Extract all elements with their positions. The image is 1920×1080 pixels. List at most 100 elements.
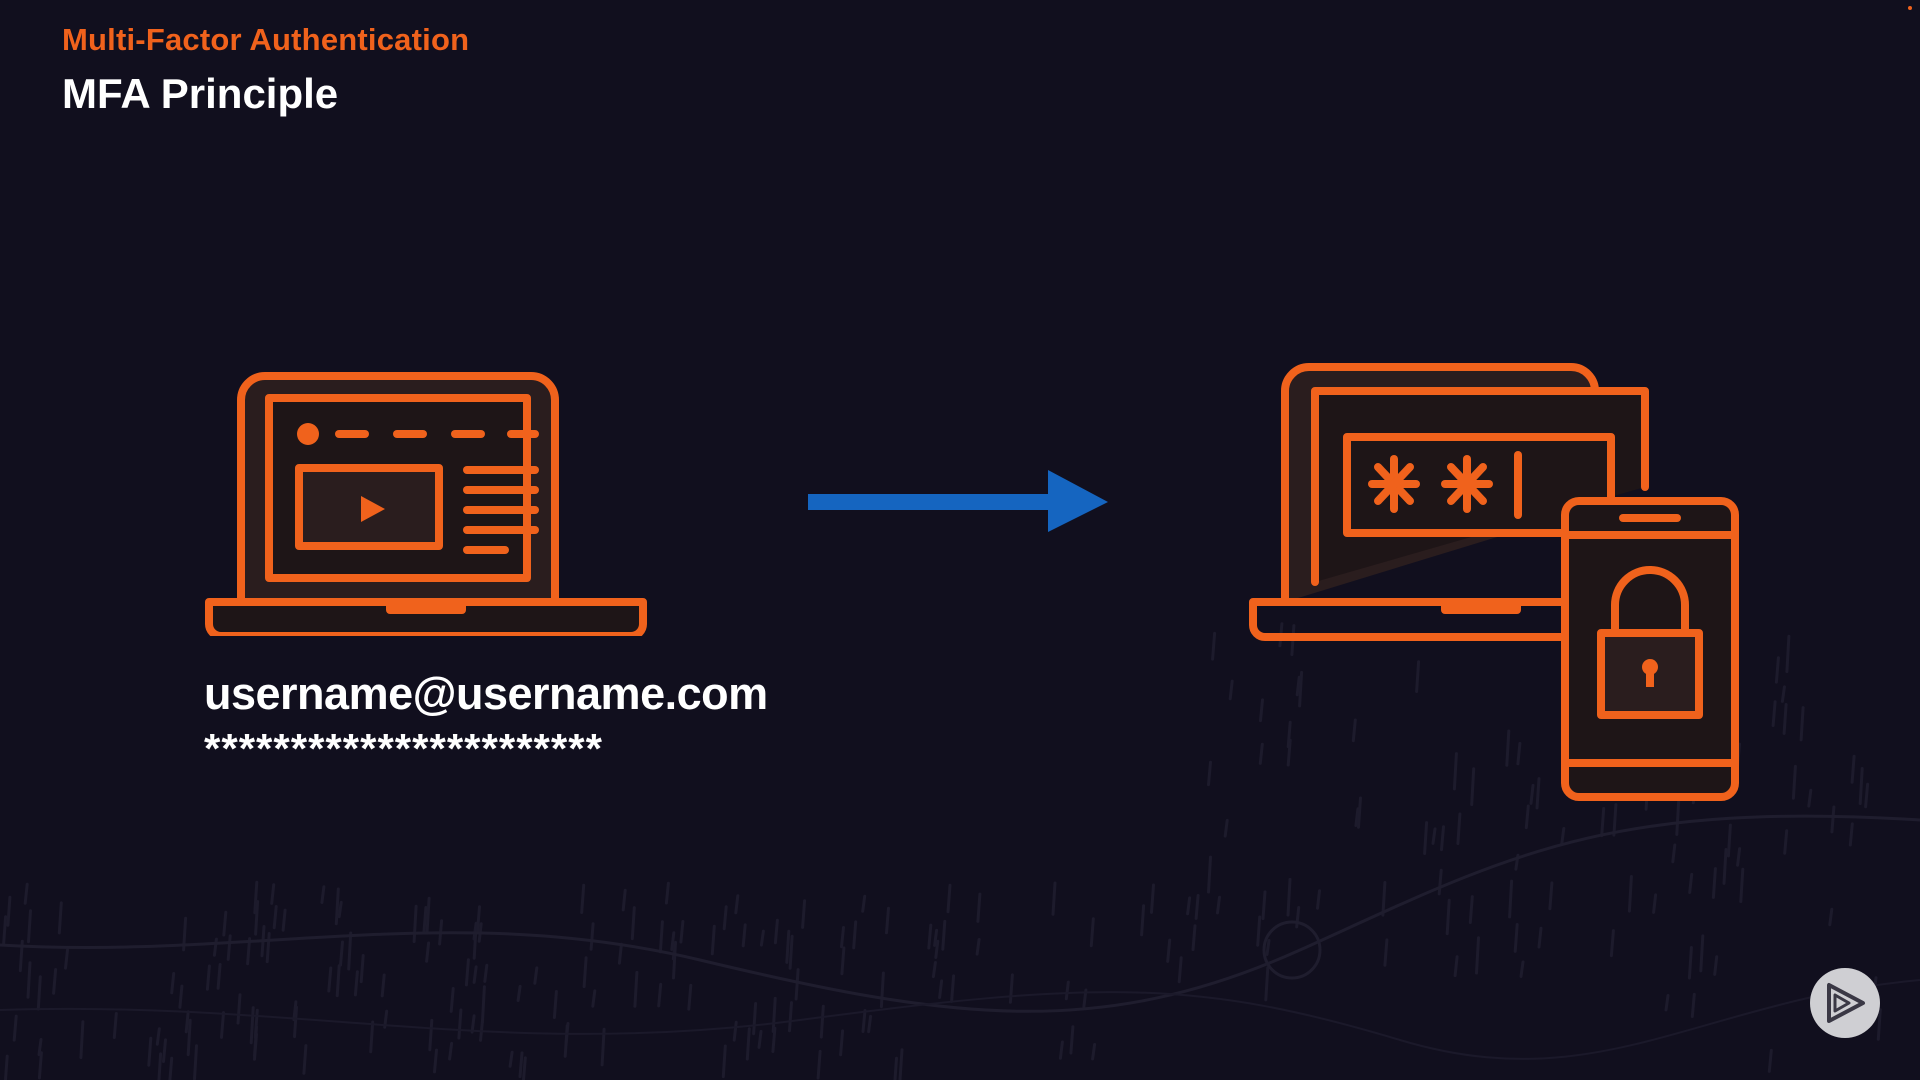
background-dash — [1166, 938, 1172, 963]
background-dash — [1791, 764, 1797, 800]
background-dash — [722, 905, 728, 931]
background-dash — [155, 1027, 161, 1046]
background-dash — [448, 1041, 454, 1061]
background-dash — [270, 883, 276, 905]
background-dash — [867, 1014, 873, 1034]
background-dash — [1771, 700, 1777, 727]
play-logo-badge[interactable] — [1810, 968, 1880, 1038]
background-dash — [1711, 867, 1717, 899]
background-dash — [885, 906, 890, 935]
background-dash — [1069, 1025, 1075, 1055]
background-dash — [773, 918, 779, 945]
background-dash — [1316, 889, 1321, 910]
background-dash — [320, 885, 326, 904]
background-dash — [591, 989, 597, 1008]
background-dash — [412, 904, 418, 944]
background-dash — [1207, 855, 1212, 894]
background-dash — [1675, 797, 1681, 836]
slide-subtitle: Multi-Factor Authentication — [62, 22, 470, 57]
background-dash — [1671, 843, 1677, 864]
background-dash — [840, 926, 845, 949]
background-dash — [1383, 938, 1389, 967]
background-dash — [788, 1001, 793, 1033]
background-dash — [193, 1044, 198, 1080]
background-dash — [1431, 827, 1437, 845]
background-dash — [236, 993, 242, 1025]
background-dash — [946, 883, 952, 914]
background-dash — [533, 966, 539, 985]
background-dash — [1351, 718, 1357, 743]
background-dash — [157, 1052, 163, 1080]
background-dash — [658, 920, 664, 954]
background-dash — [472, 921, 478, 960]
background-dash — [1150, 883, 1155, 914]
background-dash — [1652, 893, 1658, 914]
background-dash — [79, 1020, 85, 1059]
background-dash — [1828, 907, 1834, 927]
background-dash — [589, 922, 595, 951]
background-dash — [759, 929, 765, 947]
background-dash — [1423, 821, 1429, 855]
background-dash — [23, 882, 29, 905]
background-dash — [27, 909, 32, 944]
background-dash — [1519, 960, 1525, 978]
background-dash — [476, 905, 481, 933]
background-dash — [879, 971, 885, 1009]
background-dash — [222, 910, 228, 937]
laptop-with-web-page-icon — [205, 372, 647, 636]
background-dash — [464, 958, 470, 987]
background-dash — [1058, 1040, 1064, 1060]
background-dash — [359, 954, 365, 984]
background-dash — [369, 1020, 375, 1054]
background-dash — [861, 1009, 867, 1033]
background-dash — [1445, 898, 1451, 936]
background-dash — [840, 946, 846, 976]
background-dash — [794, 968, 800, 1001]
background-dash — [1256, 915, 1262, 947]
background-dash — [1091, 1043, 1097, 1061]
background-dash — [1286, 877, 1292, 917]
background-dash — [672, 940, 677, 980]
background-dash — [147, 1036, 153, 1067]
background-dash — [1739, 867, 1745, 903]
background-dash — [1140, 904, 1146, 937]
background-dash — [1186, 896, 1192, 916]
background-dash — [1858, 767, 1864, 805]
background-dash — [521, 1056, 527, 1080]
background-dash — [600, 1027, 606, 1067]
background-dash — [480, 985, 486, 1024]
background-dash — [1690, 992, 1696, 1018]
background-dash — [1381, 881, 1387, 917]
play-logo-icon — [1827, 983, 1865, 1023]
background-dash — [552, 990, 558, 1019]
background-dash — [1560, 827, 1566, 846]
background-dash — [1265, 939, 1271, 956]
corner-marker — [1908, 6, 1912, 10]
background-dash — [1415, 660, 1421, 693]
background-dash — [253, 880, 259, 915]
background-dash — [721, 1044, 727, 1079]
background-dash — [1524, 804, 1530, 830]
background-dash — [801, 899, 807, 929]
background-dash — [205, 964, 211, 991]
background-dash — [734, 894, 740, 915]
background-dash — [265, 932, 271, 964]
background-dash — [335, 964, 341, 998]
background-dash — [1699, 934, 1705, 973]
background-dash — [170, 972, 176, 995]
background-dash — [931, 961, 937, 979]
background-dash — [1194, 894, 1200, 920]
background-dash — [788, 934, 794, 970]
background-dash — [12, 1014, 18, 1042]
background-dash — [302, 1044, 308, 1075]
background-dash — [516, 984, 522, 1002]
background-dash — [771, 1026, 777, 1053]
background-dash — [1207, 760, 1212, 787]
background-dash — [52, 968, 58, 995]
background-dash — [1612, 803, 1618, 837]
background-dash — [1475, 936, 1480, 975]
background-dash — [1535, 777, 1541, 810]
background-dash — [334, 887, 340, 926]
background-dash — [1830, 805, 1836, 834]
